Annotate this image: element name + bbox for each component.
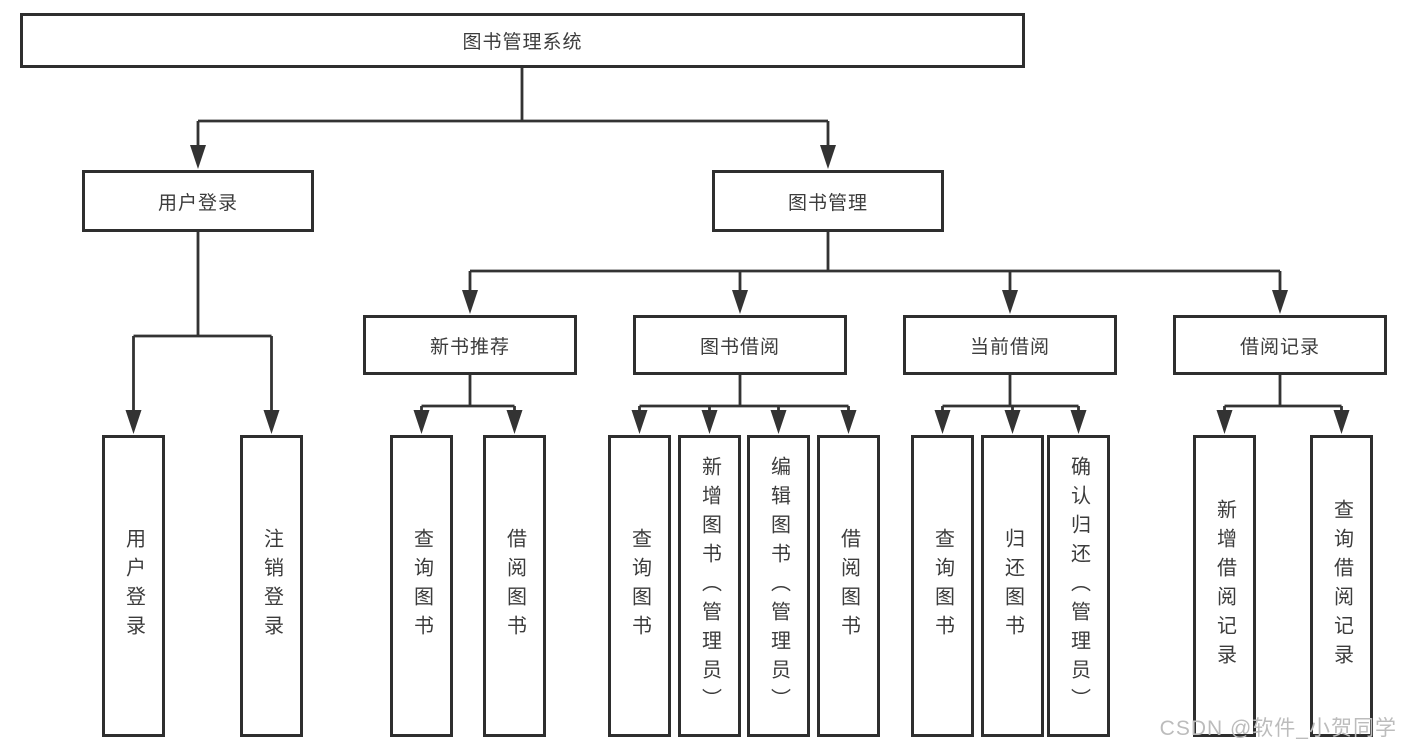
node-book-borrowing: 图书借阅 <box>633 315 847 375</box>
node-new-book-recommendation: 新书推荐 <box>363 315 577 375</box>
node-user-login: 用户登录 <box>82 170 314 232</box>
leaf-current-confirm-return-admin: 确认归还（管理员） <box>1047 435 1110 737</box>
leaf-borrowing-borrow-books: 借阅图书 <box>817 435 880 737</box>
node-current-borrowing: 当前借阅 <box>903 315 1117 375</box>
leaf-borrowing-query-books: 查询图书 <box>608 435 671 737</box>
leaf-records-query-record: 查询借阅记录 <box>1310 435 1373 737</box>
node-root-system: 图书管理系统 <box>20 13 1025 68</box>
node-borrowing-records: 借阅记录 <box>1173 315 1387 375</box>
leaf-newbook-borrow-books: 借阅图书 <box>483 435 546 737</box>
leaf-borrowing-edit-books-admin: 编辑图书（管理员） <box>747 435 810 737</box>
arrowheads <box>125 145 1350 434</box>
leaf-user-login: 用户登录 <box>102 435 165 737</box>
leaf-newbook-query-books: 查询图书 <box>390 435 453 737</box>
node-book-management: 图书管理 <box>712 170 944 232</box>
leaf-logout: 注销登录 <box>240 435 303 737</box>
csdn-watermark: CSDN @软件_小贺同学 <box>1159 717 1397 740</box>
leaf-borrowing-add-books-admin: 新增图书（管理员） <box>678 435 741 737</box>
leaf-records-add-record: 新增借阅记录 <box>1193 435 1256 737</box>
leaf-current-query-books: 查询图书 <box>911 435 974 737</box>
leaf-current-return-books: 归还图书 <box>981 435 1044 737</box>
